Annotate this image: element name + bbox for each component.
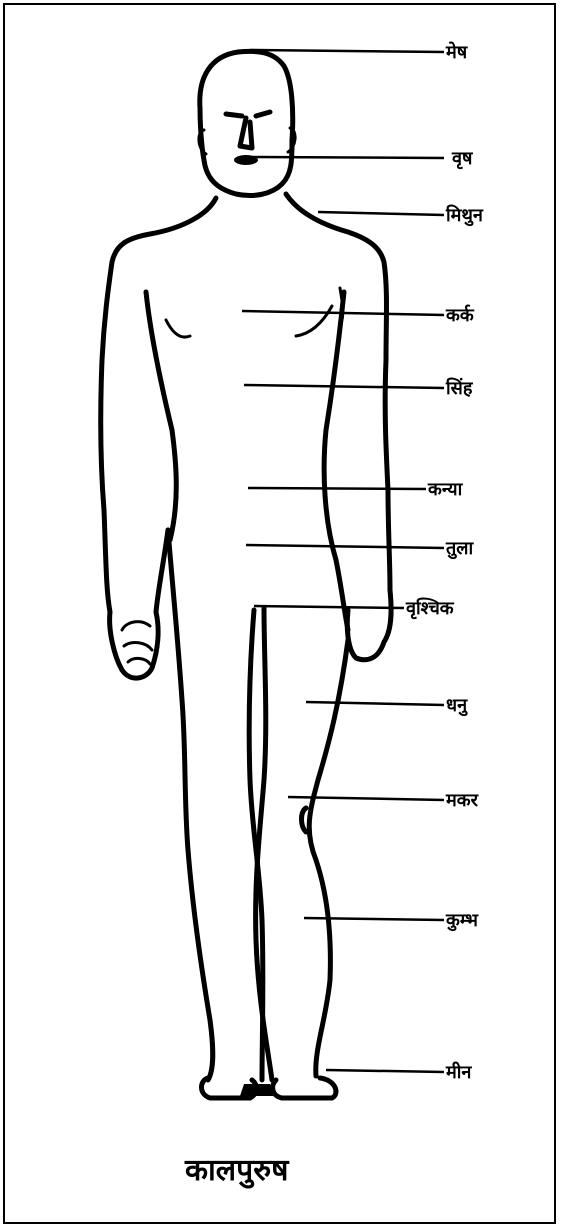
chest-right (296, 306, 332, 336)
sign-label-simha: सिंह (445, 377, 474, 399)
sign-label-vrishchik: वृश्चिक (405, 597, 455, 620)
left-leg-outer (168, 530, 213, 1080)
torso-right-outline (286, 194, 391, 660)
leader-tula (246, 545, 444, 548)
leader-vrish (252, 157, 444, 158)
left-hand-detail (122, 622, 152, 664)
right-leg-inner (256, 608, 272, 1080)
sign-label-kumbh: कुम्भ (445, 910, 479, 932)
sign-label-mesh: मेष (445, 41, 468, 63)
feet-center (240, 1084, 274, 1096)
chest-left (166, 320, 190, 337)
right-leg-outer (309, 640, 348, 1076)
sign-label-makar: मकर (445, 790, 479, 811)
right-inner-arm (324, 292, 348, 630)
torso-left-outline (101, 198, 216, 678)
right-foot (273, 1078, 336, 1098)
nose (240, 118, 252, 148)
sign-label-dhanu: धनु (446, 695, 468, 717)
leader-dhanu (306, 702, 444, 705)
leader-meen (326, 1070, 444, 1072)
eyes (226, 112, 270, 116)
leader-kumbh (304, 918, 444, 920)
leader-simha (244, 385, 444, 388)
diagram-caption: कालपुरुष (185, 1148, 288, 1189)
sign-label-kark: कर्क (445, 304, 475, 326)
leader-mithun (318, 212, 444, 215)
sign-label-kanya: कन्या (427, 479, 464, 500)
leader-kanya (248, 488, 426, 489)
sign-label-vrish: वृष (451, 148, 473, 170)
leader-vrishchik (254, 606, 404, 608)
sign-label-mithun: मिथुन (445, 204, 484, 227)
sign-label-tula: तुला (445, 538, 474, 560)
leader-mesh (250, 50, 444, 52)
right-knee (302, 808, 307, 832)
sign-label-meen: मीन (445, 1061, 472, 1083)
